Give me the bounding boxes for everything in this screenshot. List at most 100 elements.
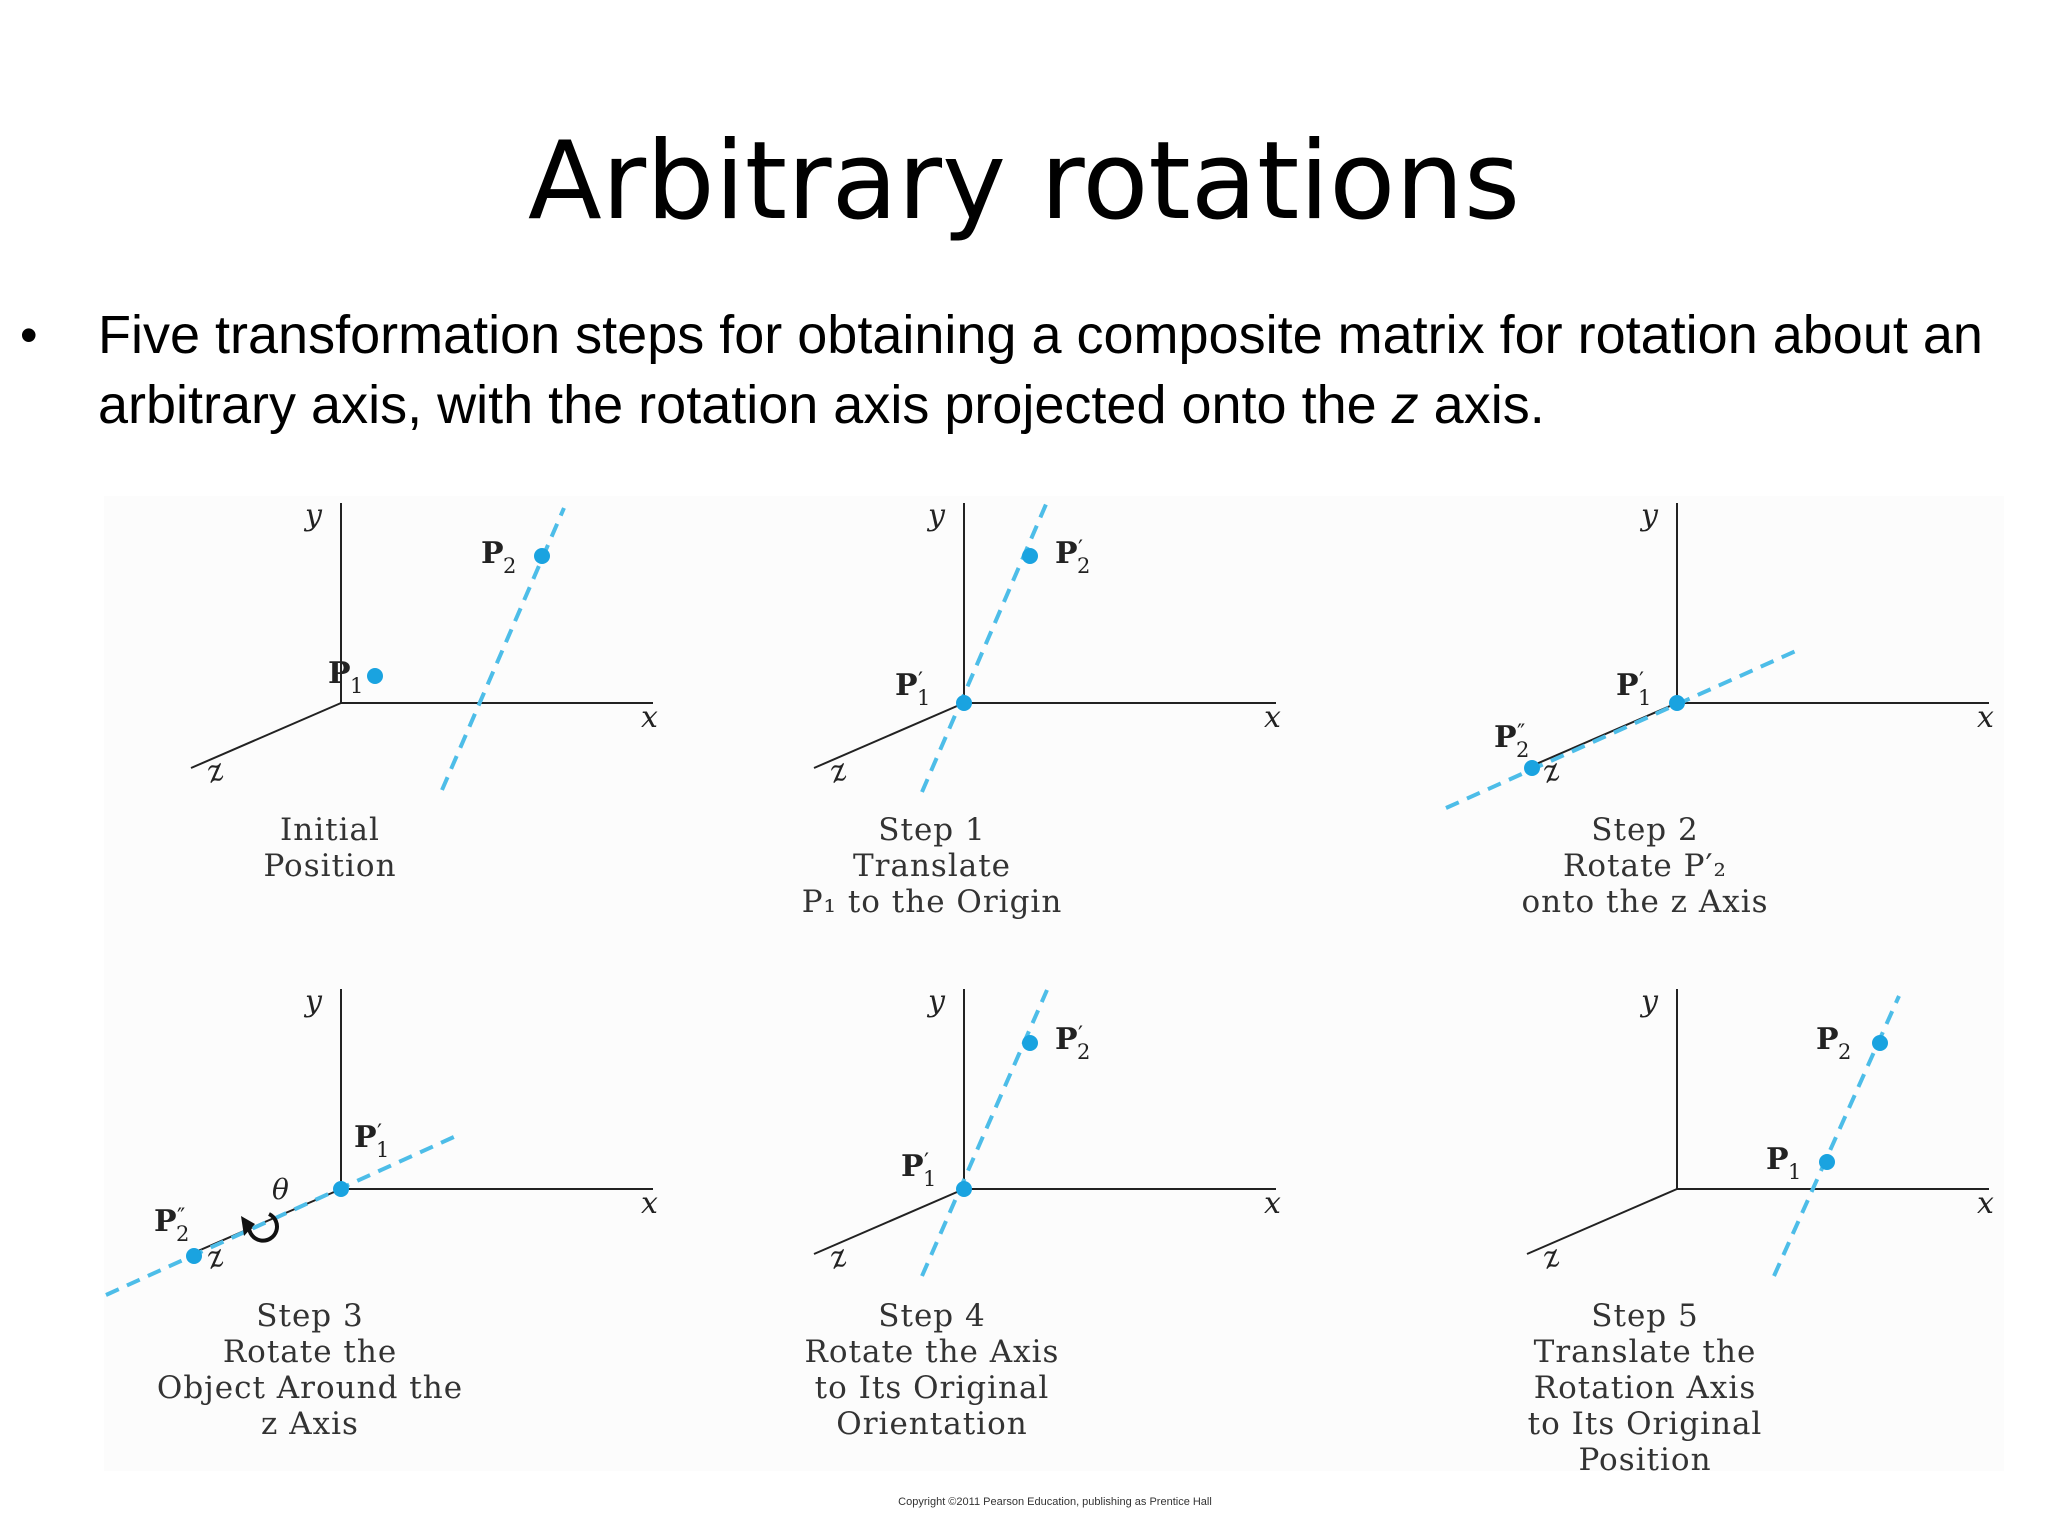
- rotation-arrow-icon: [241, 1212, 279, 1243]
- caption-line: Initial: [280, 812, 380, 848]
- z-axis: [813, 1188, 965, 1255]
- point-p2-label-base: P: [1494, 720, 1517, 755]
- point-p1-label-subscript: 1: [376, 1138, 389, 1162]
- rotation-axis-line: [920, 501, 1049, 793]
- point-p2-marker: [186, 1248, 202, 1264]
- caption-line: Object Around the: [156, 1370, 464, 1406]
- point-p1-label-prime: ′: [1639, 669, 1644, 694]
- point-p2-label-base: P: [1055, 536, 1078, 571]
- point-p2-marker: [1022, 1035, 1038, 1051]
- z-axis: [190, 702, 342, 769]
- caption-line: z Axis: [261, 1406, 359, 1442]
- point-p1-label-base: P: [1766, 1142, 1789, 1177]
- caption-line: onto the z Axis: [1521, 884, 1769, 920]
- z-axis-label: z: [201, 752, 229, 791]
- z-axis-label: z: [824, 752, 852, 791]
- rotation-axis-line: [1445, 648, 1799, 810]
- point-p2-label-subscript: 2: [1516, 738, 1529, 762]
- caption-line: Step 4: [878, 1298, 986, 1334]
- point-p1-label-base: P: [328, 656, 351, 691]
- point-p2-label-base: P: [154, 1204, 177, 1239]
- point-p2-label-prime: ″: [1517, 721, 1525, 746]
- caption-line: Rotation Axis: [1533, 1370, 1757, 1406]
- x-axis-label: x: [641, 1186, 658, 1221]
- z-axis: [1526, 1188, 1678, 1255]
- z-axis: [813, 702, 965, 769]
- z-axis-label: z: [824, 1238, 852, 1277]
- point-p1-label-prime: ′: [924, 1150, 929, 1175]
- z-axis-label: z: [1537, 1238, 1565, 1277]
- caption-line: Orientation: [836, 1406, 1028, 1442]
- bullet-text-end: axis.: [1418, 375, 1545, 435]
- point-p1-marker: [367, 668, 383, 684]
- rotation-arrowhead: [241, 1216, 255, 1236]
- slide-title: Arbitrary rotations: [527, 119, 1521, 244]
- caption-line: P₁ to the Origin: [801, 884, 1063, 920]
- y-axis-label: y: [303, 984, 323, 1019]
- caption-line: to Its Original: [814, 1370, 1050, 1406]
- bullet-marker: •: [20, 307, 38, 363]
- point-p2-label-subscript: 2: [1077, 554, 1090, 578]
- point-p2-label-subscript: 2: [176, 1222, 189, 1246]
- point-p2-label-base: P: [1055, 1022, 1078, 1057]
- point-p1-label-subscript: 1: [1638, 686, 1651, 710]
- point-p2-label-prime: ′: [1078, 537, 1083, 562]
- caption-line: Rotate the: [222, 1334, 398, 1370]
- copyright-notice: Copyright ©2011 Pearson Education, publi…: [898, 1496, 1212, 1508]
- point-p1-marker: [956, 1181, 972, 1197]
- point-p1-label-prime: ′: [377, 1121, 382, 1146]
- x-axis-label: x: [1977, 700, 1994, 735]
- y-axis-label: y: [926, 498, 946, 533]
- caption-line: Translate the: [1533, 1334, 1757, 1370]
- caption-line: Translate: [852, 848, 1012, 884]
- bullet-axis-variable: z: [1391, 375, 1419, 435]
- point-p1-marker: [1819, 1154, 1835, 1170]
- point-p2-marker: [1524, 760, 1540, 776]
- x-axis-label: x: [1264, 1186, 1281, 1221]
- caption-line: Rotate the Axis: [804, 1334, 1060, 1370]
- point-p1-label-base: P: [895, 668, 918, 703]
- point-p2-label-prime: ′: [1078, 1023, 1083, 1048]
- caption-line: Step 1: [878, 812, 986, 848]
- z-axis: [1526, 702, 1678, 769]
- x-axis-label: x: [1264, 700, 1281, 735]
- point-p1-label-prime: ′: [918, 669, 923, 694]
- point-p2-marker: [1872, 1035, 1888, 1051]
- point-p1-label-subscript: 1: [923, 1167, 936, 1191]
- rotation-angle-label: θ: [272, 1173, 289, 1206]
- rotation-axis-line: [105, 1134, 457, 1297]
- point-p1-label-subscript: 1: [1788, 1160, 1801, 1184]
- point-p2-marker: [1022, 548, 1038, 564]
- point-p1-label-subscript: 1: [350, 674, 363, 698]
- bullet-text-start: Five transformation steps for obtaining …: [98, 305, 1983, 435]
- point-p1-label-base: P: [354, 1120, 377, 1155]
- caption-line: Step 3: [256, 1298, 364, 1334]
- point-p1-marker: [1669, 695, 1685, 711]
- bullet-text: Five transformation steps for obtaining …: [98, 300, 2033, 440]
- rotation-arc: [246, 1212, 279, 1243]
- point-p2-label-prime: ″: [177, 1205, 185, 1230]
- y-axis-label: y: [303, 498, 323, 533]
- y-axis-label: y: [1639, 498, 1659, 533]
